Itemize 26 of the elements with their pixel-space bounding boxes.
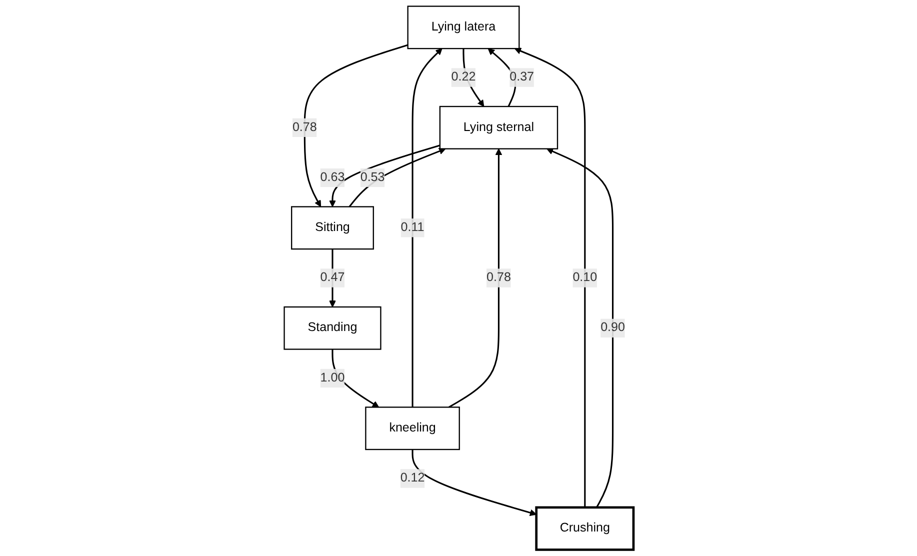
edge-label: 0.78 [486,270,511,284]
node-box: kneeling [364,406,460,450]
edge-label: 0.11 [400,220,424,234]
arrow [411,449,536,516]
arrow [348,148,446,208]
arrow [514,48,586,508]
node-box: Lying sternal [438,106,558,150]
edge-label: 0.12 [400,471,424,485]
node-box: Sitting [290,206,374,250]
edge-label: 0.90 [600,321,625,334]
edge-label: 0.53 [360,170,384,184]
edge-label: 0.10 [572,270,597,284]
edge-label: 0.37 [509,70,534,84]
arrow [546,148,614,508]
edge-label: 0.47 [320,270,344,284]
arrow [411,48,442,408]
arrow [328,144,440,208]
edge-label: 0.63 [320,170,344,184]
arrow [303,44,408,208]
node-box: Standing [283,306,381,350]
node-box: Lying latera [406,6,520,50]
edge-label: 1.00 [320,371,344,384]
edge-label: 0.22 [450,70,476,84]
edge-label: 0.78 [292,120,316,134]
node-box: Crushing [534,506,634,551]
arrow [448,148,502,408]
